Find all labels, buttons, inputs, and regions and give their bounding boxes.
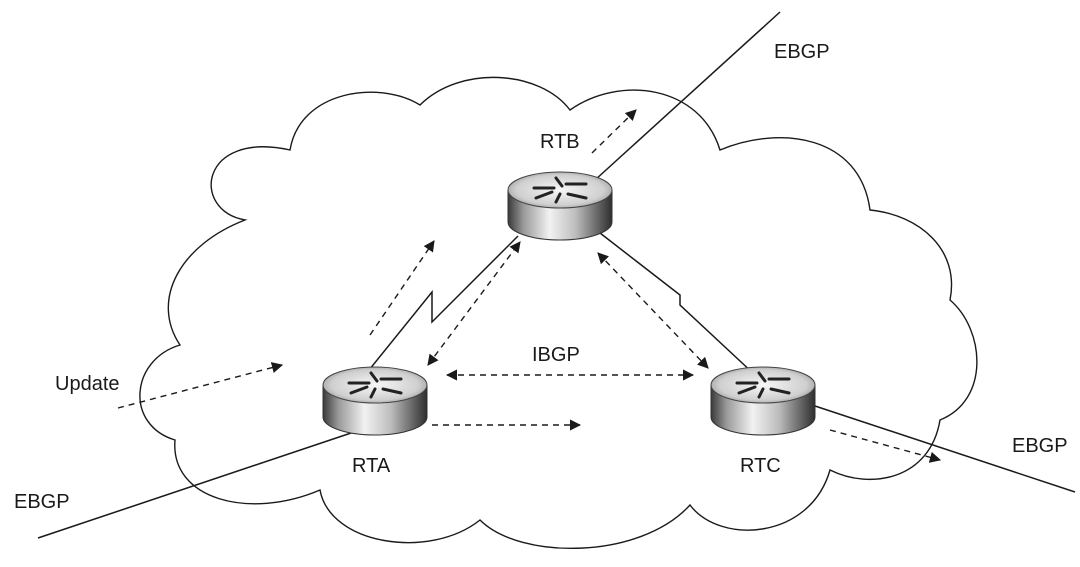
router-icon	[709, 365, 817, 437]
ebgp-link-left	[37, 429, 361, 539]
router-icon	[321, 365, 429, 437]
update-arrow-rtb-rtc	[597, 252, 709, 369]
update-arrow-rtc-out	[829, 429, 942, 463]
ebgp-link-top	[594, 11, 781, 181]
update-arrow-rta-rtb	[427, 241, 521, 366]
ibgp-label: IBGP	[532, 344, 580, 366]
ebgp-label-right: EBGP	[1012, 435, 1068, 457]
router-icon	[506, 170, 614, 242]
update-arrow-rta-up	[369, 240, 435, 336]
ebgp-label-left: EBGP	[14, 491, 70, 513]
router-rtc	[709, 365, 817, 437]
update-label: Update	[55, 373, 120, 395]
router-rtb	[506, 170, 614, 242]
router-rta	[321, 365, 429, 437]
ebgp-label-top: EBGP	[774, 41, 830, 63]
ebgp-link-right	[811, 404, 1076, 493]
router-label-rtb: RTB	[540, 131, 580, 153]
router-label-rtc: RTC	[740, 455, 781, 477]
router-label-rta: RTA	[352, 455, 391, 477]
